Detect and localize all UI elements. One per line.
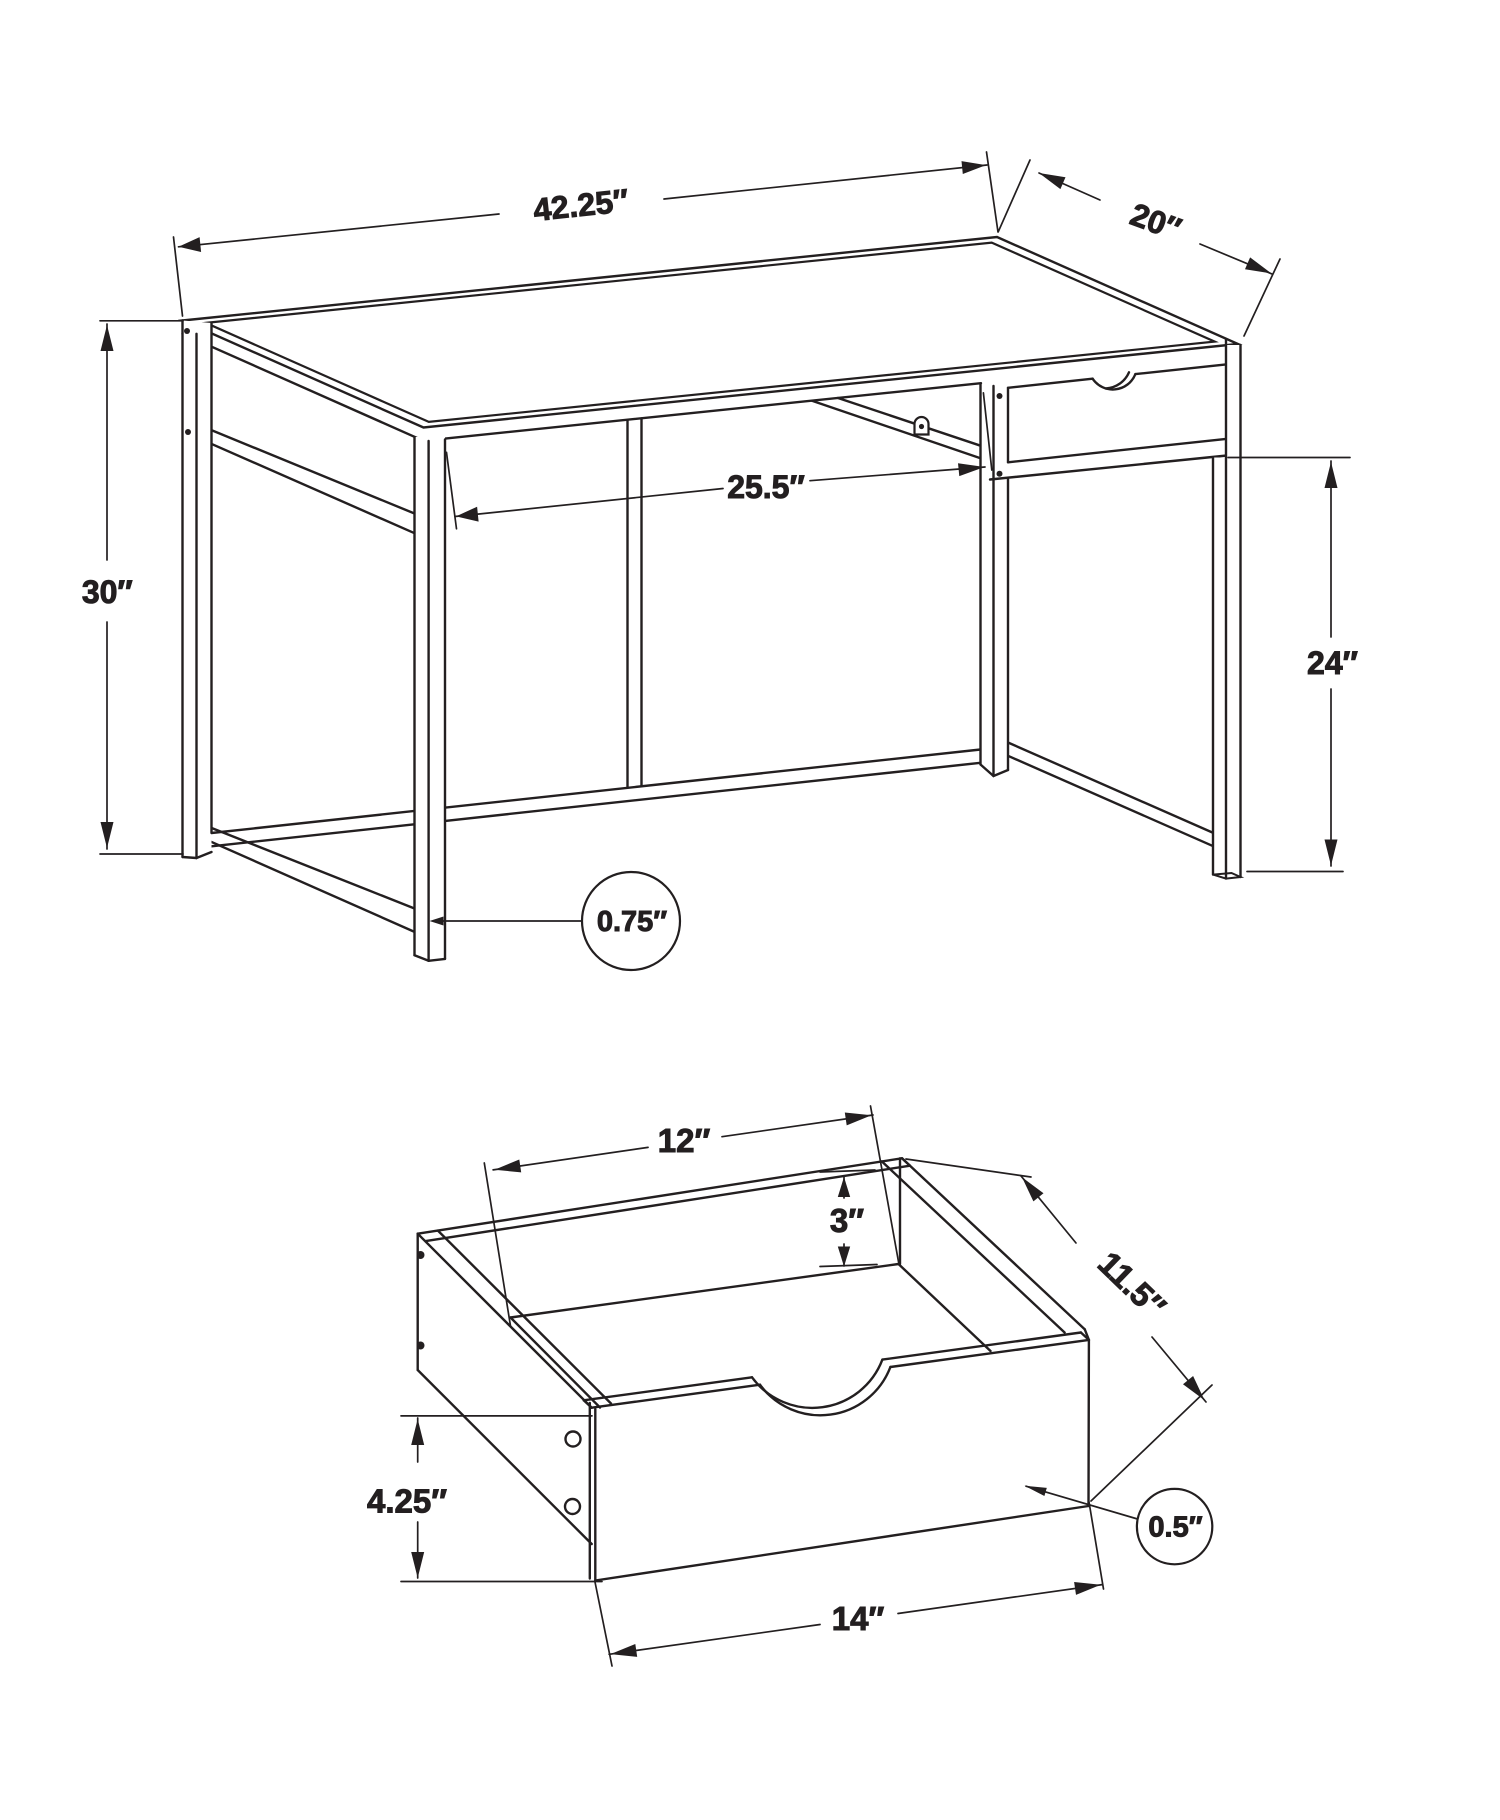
svg-text:24″: 24″	[1307, 645, 1358, 681]
svg-text:12″: 12″	[658, 1122, 711, 1159]
svg-text:25.5″: 25.5″	[727, 469, 805, 505]
svg-text:3″: 3″	[830, 1202, 864, 1239]
svg-text:0.75″: 0.75″	[597, 906, 667, 938]
svg-text:14″: 14″	[832, 1600, 885, 1637]
svg-text:30″: 30″	[82, 574, 133, 610]
svg-text:0.5″: 0.5″	[1148, 1512, 1202, 1544]
svg-text:4.25″: 4.25″	[367, 1483, 447, 1520]
